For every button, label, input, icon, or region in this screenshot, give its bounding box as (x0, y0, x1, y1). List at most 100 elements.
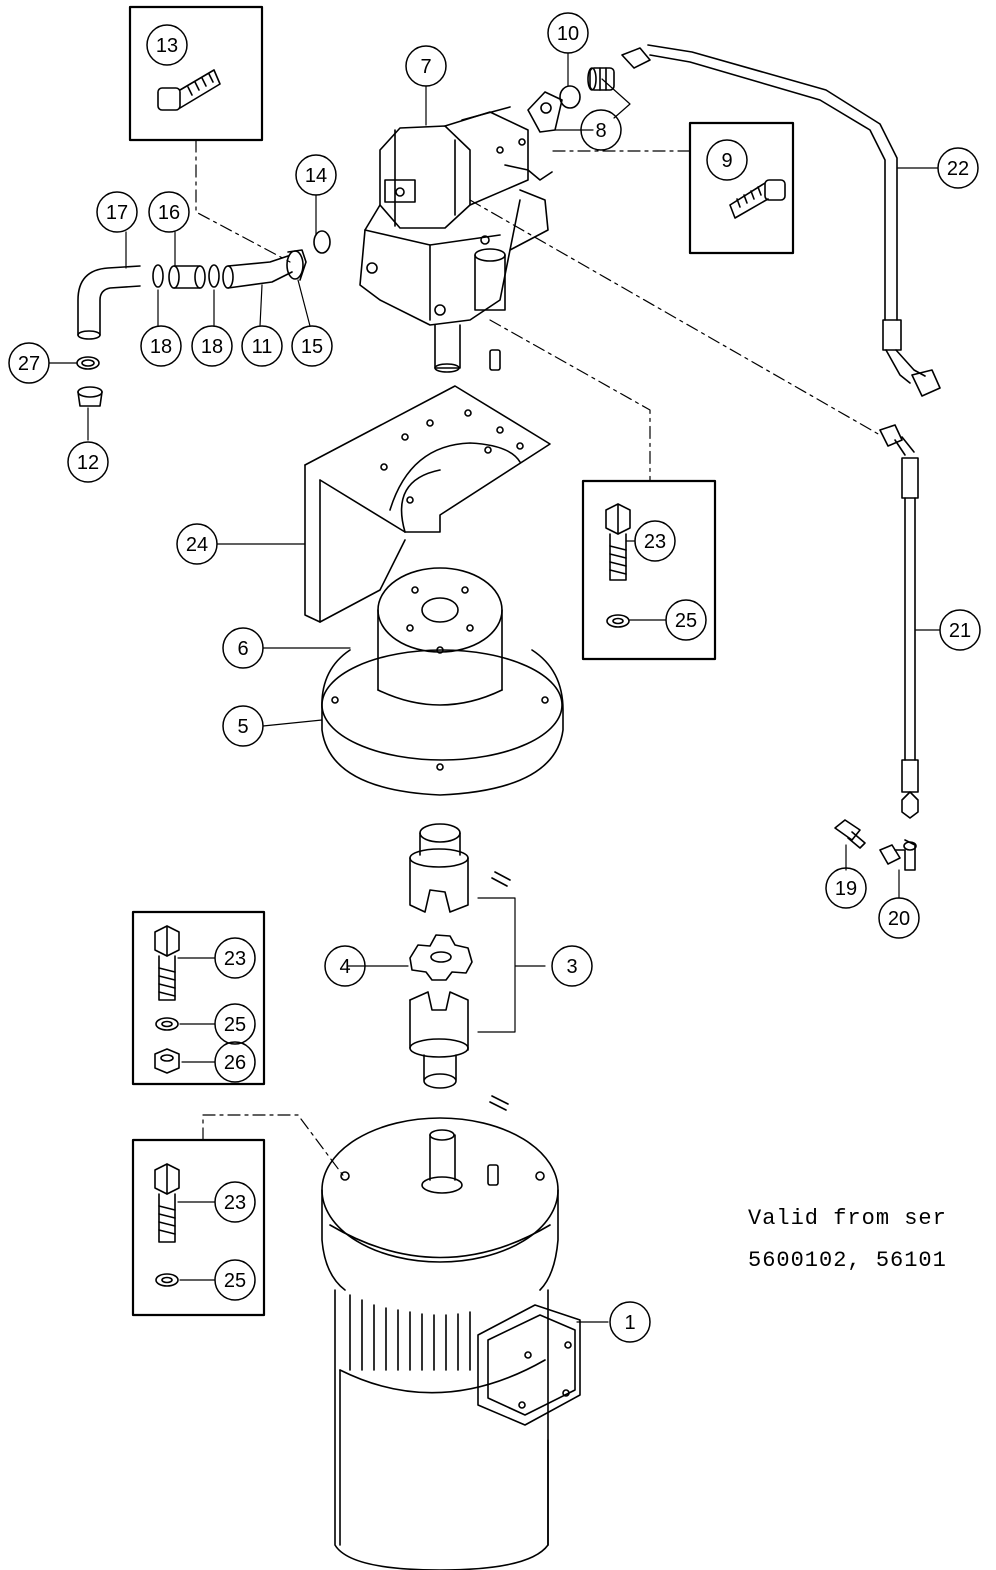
callout-20: 20 (878, 897, 920, 939)
callout-21: 21 (939, 609, 981, 651)
callout-23c: 23 (214, 1181, 256, 1223)
detail-box-23-25-lower (131, 1138, 266, 1317)
callout-8: 8 (580, 109, 622, 151)
callout-10: 10 (547, 12, 589, 54)
flange-half (527, 91, 563, 133)
fitting-19 (834, 819, 866, 849)
callout-4: 4 (324, 945, 366, 987)
svg-text:25: 25 (224, 1014, 246, 1036)
callout-25a: 25 (665, 599, 707, 641)
callout-3: 3 (551, 945, 593, 987)
mounting-bracket-24 (304, 385, 551, 623)
callout-24: 24 (176, 523, 218, 565)
coupling-half-upper (409, 823, 511, 913)
washer-25-upper (606, 614, 630, 628)
pipe-11 (222, 255, 293, 289)
svg-text:17: 17 (106, 202, 128, 224)
electric-motor-1 (321, 1117, 581, 1570)
socket-cap-screw-13 (157, 69, 221, 111)
callout-25c: 25 (214, 1259, 256, 1301)
svg-text:6: 6 (237, 638, 248, 660)
svg-text:10: 10 (557, 23, 579, 45)
svg-text:23: 23 (644, 531, 666, 553)
svg-text:27: 27 (18, 353, 40, 375)
callout-26: 26 (214, 1041, 256, 1083)
spider-4 (409, 934, 473, 981)
pump-adapter-6 (377, 567, 503, 691)
hydraulic-hose-21 (879, 424, 919, 819)
svg-text:21: 21 (949, 620, 971, 642)
svg-text:14: 14 (305, 165, 327, 187)
svg-text:7: 7 (420, 56, 431, 78)
callout-7: 7 (405, 45, 447, 87)
motor-flange-5 (321, 646, 564, 796)
svg-text:26: 26 (224, 1052, 246, 1074)
callout-14: 14 (295, 154, 337, 196)
detail-box-23-25-26 (131, 910, 266, 1086)
o-ring-14 (313, 230, 331, 254)
hose-elbow-17 (77, 265, 141, 336)
callout-23a: 23 (634, 520, 676, 562)
dashed-reference-lines (195, 139, 881, 1179)
hex-bolt-23-lower (154, 1163, 180, 1243)
detail-box-23-25-upper (581, 479, 717, 661)
callout-12: 12 (67, 441, 109, 483)
svg-text:23: 23 (224, 948, 246, 970)
svg-text:13: 13 (156, 35, 178, 57)
svg-text:18: 18 (201, 336, 223, 358)
svg-text:1: 1 (624, 1312, 635, 1334)
svg-text:5: 5 (237, 716, 248, 738)
elbow-fitting-20 (879, 839, 917, 871)
socket-cap-screw-9 (729, 179, 786, 219)
leader-lines (48, 52, 941, 1323)
validity-note-line-2: 5600102, 56101 (748, 1248, 947, 1273)
coupling-half-lower (409, 991, 509, 1111)
clip-18b (208, 264, 220, 288)
hex-nut-26 (154, 1048, 180, 1074)
plug-12 (77, 386, 103, 407)
svg-text:9: 9 (721, 150, 732, 172)
svg-text:22: 22 (947, 158, 969, 180)
svg-text:16: 16 (158, 202, 180, 224)
callout-25b: 25 (214, 1003, 256, 1045)
svg-text:19: 19 (835, 878, 857, 900)
seal-27 (76, 356, 100, 370)
clip-18a (152, 264, 164, 288)
callout-5: 5 (222, 705, 264, 747)
washer-25-mid (155, 1017, 179, 1031)
hex-bolt-23-upper (605, 503, 631, 581)
svg-text:15: 15 (301, 336, 323, 358)
callout-9: 9 (706, 139, 748, 181)
callout-19: 19 (825, 867, 867, 909)
adapter-fitting-8 (587, 67, 615, 91)
validity-note-line-1: Valid from ser (748, 1206, 947, 1231)
hydraulic-hose-22 (621, 44, 941, 397)
callout-22: 22 (937, 147, 979, 189)
callout-27: 27 (8, 342, 50, 384)
svg-text:25: 25 (675, 610, 697, 632)
callout-17: 17 (96, 191, 138, 233)
callout-13: 13 (146, 24, 188, 66)
svg-text:8: 8 (595, 120, 606, 142)
callout-1: 1 (609, 1301, 651, 1343)
o-ring-10 (559, 85, 581, 109)
svg-text:23: 23 (224, 1192, 246, 1214)
svg-text:24: 24 (186, 534, 208, 556)
callout-6: 6 (222, 627, 264, 669)
washer-25-lower (155, 1273, 179, 1287)
callout-18a: 18 (140, 325, 182, 367)
hose-16 (168, 265, 206, 289)
detail-box-13 (128, 5, 264, 142)
callout-18b: 18 (191, 325, 233, 367)
callout-23b: 23 (214, 937, 256, 979)
svg-text:4: 4 (339, 956, 350, 978)
callout-15: 15 (291, 325, 333, 367)
svg-text:11: 11 (252, 336, 273, 358)
svg-text:25: 25 (224, 1270, 246, 1292)
hydraulic-pump-7 (359, 106, 553, 373)
callout-16: 16 (148, 191, 190, 233)
callout-11: 11 (241, 325, 283, 367)
svg-text:18: 18 (150, 336, 172, 358)
svg-text:20: 20 (888, 908, 910, 930)
